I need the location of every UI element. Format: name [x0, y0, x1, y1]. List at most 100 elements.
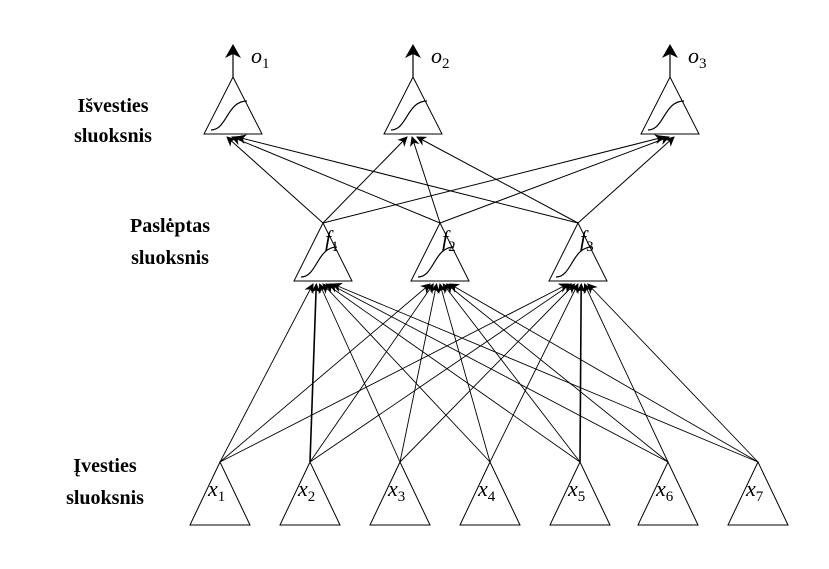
connection-x5-f2: [442, 283, 581, 463]
neuron-label: o3: [688, 43, 707, 72]
connection-x6-f2: [445, 283, 669, 463]
connection-x7-f1: [331, 282, 759, 463]
neuron-label: o2: [431, 43, 450, 72]
neuron-triangle: [279, 460, 341, 526]
connection-f2-o1: [231, 135, 441, 224]
connection-f1-o2: [322, 136, 408, 224]
neuron-label: x1: [207, 476, 225, 505]
input-neuron-1: x1: [189, 460, 251, 526]
neuron-subscript: 3: [699, 56, 707, 72]
connection-x2-f2: [309, 283, 434, 463]
neuron-triangle: [410, 221, 470, 282]
connection-x5-f3: [576, 283, 587, 463]
connection-x5-f1: [325, 283, 581, 463]
input-neuron-5: x5: [549, 460, 611, 526]
neuron-triangle: [637, 460, 699, 526]
neuron-symbol: f: [325, 226, 334, 251]
connection-x1-f2: [219, 283, 431, 463]
neuron-subscript: 2: [448, 239, 456, 255]
neuron-triangle: [548, 221, 608, 282]
connection-x6-f1: [328, 283, 669, 463]
connection-x4-f1: [322, 283, 491, 463]
sigmoid-curve-icon: [417, 246, 455, 278]
output-neuron-1: o1: [203, 43, 270, 135]
neuron-triangle: [383, 75, 443, 135]
input-neuron-2: x2: [279, 460, 341, 526]
neuron-symbol: f: [580, 226, 589, 251]
neuron-symbol: x: [567, 476, 578, 501]
sigmoid-curve-icon: [210, 100, 248, 131]
neuron-triangle: [727, 460, 789, 526]
output-neuron-2: o2: [383, 43, 450, 135]
connection-f2-o3: [439, 135, 670, 224]
output-layer-label-line2: sluoksnis: [74, 125, 152, 147]
sigmoid-curve-icon: [390, 100, 428, 131]
neuron-symbol: x: [297, 476, 308, 501]
connection-f1-o1: [226, 136, 324, 224]
neuron-triangle: [203, 75, 263, 135]
sigmoid-curve-icon: [300, 246, 338, 278]
neuron-symbol: o: [688, 43, 699, 68]
neuron-subscript: 6: [666, 489, 674, 505]
neuron-symbol: x: [207, 476, 218, 501]
hidden-neuron-3: f3: [548, 221, 608, 282]
neuron-triangle: [189, 460, 251, 526]
output-layer-label-line1: Išvesties: [77, 95, 148, 117]
neuron-label: x6: [655, 476, 674, 505]
connection-x1-f3: [219, 283, 569, 463]
input-layer-label-line1: Įvesties: [73, 455, 137, 477]
connection-f1-o3: [322, 134, 665, 224]
hidden-neuron-2: f2: [410, 221, 470, 282]
neuron-label: x3: [387, 476, 405, 505]
connection-f3-o3: [577, 136, 675, 224]
neuron-triangle: [293, 221, 353, 282]
connection-x4-f2: [437, 283, 491, 463]
connection-f3-o2: [416, 136, 579, 224]
input-neuron-6: x6: [637, 460, 699, 526]
neuron-triangle: [369, 460, 431, 526]
neuron-symbol: f: [442, 226, 451, 251]
neuron-label: f1: [325, 226, 339, 255]
input-neuron-4: x4: [459, 460, 521, 526]
neuron-symbol: x: [477, 476, 488, 501]
neuron-symbol: o: [251, 43, 262, 68]
layer-label-output: Išvesties sluoksnis: [74, 95, 152, 147]
connection-x4-f3: [489, 283, 579, 463]
neuron-triangle: [549, 460, 611, 526]
neuron-subscript: 1: [331, 239, 339, 255]
layer-label-input: Įvesties sluoksnis: [66, 455, 144, 509]
connection-x6-f3: [583, 283, 669, 463]
neuron-triangle: [640, 75, 700, 135]
layer-label-hidden: Paslėptas sluoksnis: [130, 215, 210, 269]
neuron-triangle: [459, 460, 521, 526]
input-neuron-3: x3: [369, 460, 431, 526]
neuron-symbol: x: [655, 476, 666, 501]
neuron-subscript: 1: [218, 489, 226, 505]
connection-x2-f3: [309, 283, 573, 463]
neuron-symbol: x: [387, 476, 398, 501]
connection-x2-f1: [309, 283, 321, 463]
neuron-subscript: 2: [442, 56, 450, 72]
neuron-label: x5: [567, 476, 585, 505]
hidden-neuron-1: f1: [293, 221, 353, 282]
neuron-subscript: 5: [578, 489, 586, 505]
output-neuron-3: o3: [640, 43, 707, 135]
neuron-label: o1: [251, 43, 270, 72]
neuron-label: x4: [477, 476, 496, 505]
connection-f2-o2: [410, 136, 441, 224]
neuron-subscript: 4: [488, 489, 496, 505]
neuron-symbol: x: [745, 476, 756, 501]
neuron-subscript: 2: [308, 489, 316, 505]
neuron-subscript: 3: [398, 489, 406, 505]
neuron-label: f2: [442, 226, 456, 255]
connections: [219, 134, 759, 463]
input-neuron-7: x7: [727, 460, 789, 526]
neuron-subscript: 7: [756, 489, 764, 505]
neuron-label: x7: [745, 476, 764, 505]
neuron-label: f3: [580, 226, 594, 255]
neuron-subscript: 1: [262, 56, 270, 72]
connection-x3-f3: [399, 283, 576, 463]
